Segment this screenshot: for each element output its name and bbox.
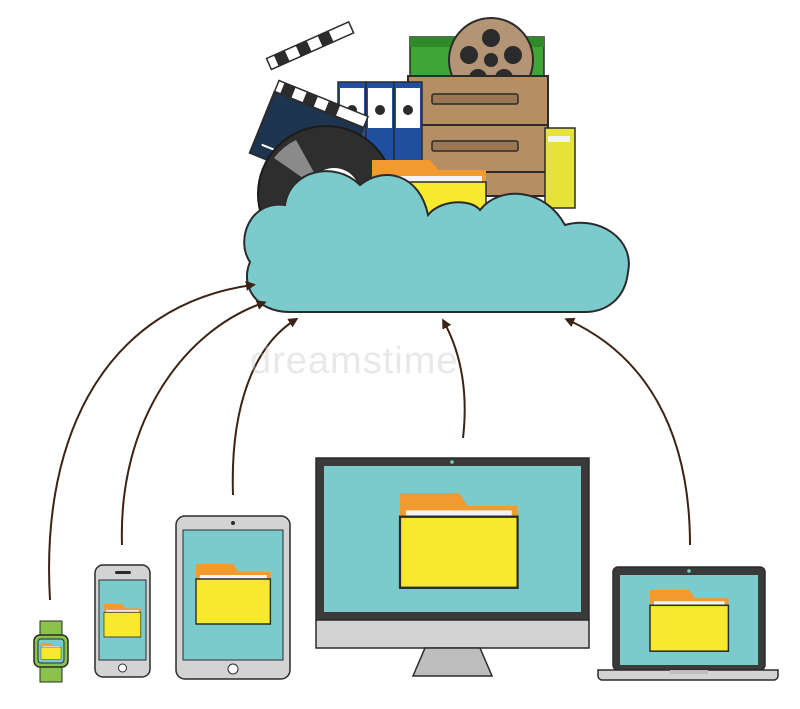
cloud-icon <box>243 170 630 313</box>
document-icon <box>544 127 576 209</box>
tablet-icon <box>175 515 291 680</box>
arrow-phone <box>120 300 267 546</box>
arrow-laptop <box>564 317 691 546</box>
sync-arrows <box>48 280 691 601</box>
smartphone-icon <box>94 564 151 678</box>
laptop-icon <box>597 566 779 681</box>
arrow-watch <box>48 280 256 601</box>
desktop-monitor-icon <box>315 457 590 677</box>
arrow-desktop <box>442 318 466 439</box>
arrow-tablet <box>231 317 299 496</box>
smartwatch-icon <box>33 620 69 683</box>
